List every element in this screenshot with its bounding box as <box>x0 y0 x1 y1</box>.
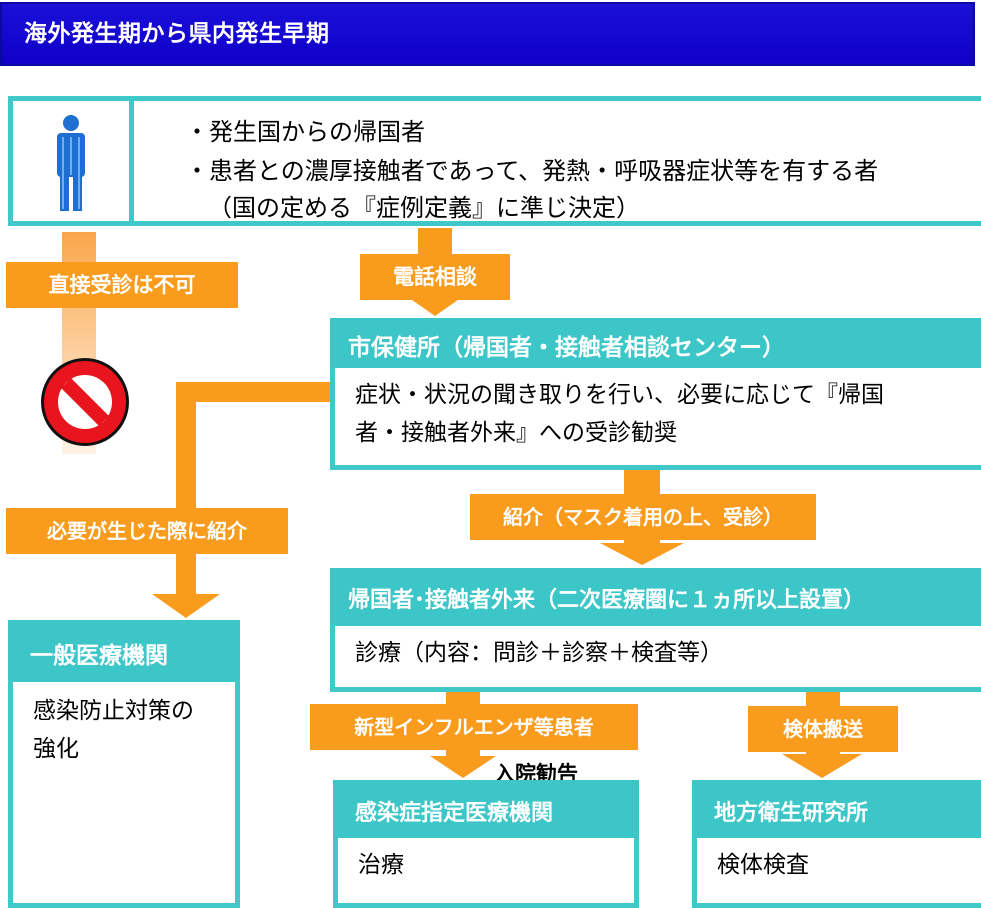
arrow-general-head <box>152 594 220 618</box>
arrow-specimen-head <box>782 754 862 778</box>
affected-persons-box <box>128 96 981 226</box>
prohibited-icon <box>41 358 129 446</box>
info-line-contact: ・患者との濃厚接触者であって、発熱・呼吸器症状等を有する者 <box>185 157 879 185</box>
direct-visit-label: 直接受診は不可 <box>6 262 238 308</box>
outpatient-body: 診療（内容：問診＋診察＋検査等） <box>330 624 981 692</box>
referral-label: 紹介（マスク着用の上、受診） <box>470 494 816 540</box>
institute-body: 検体検査 <box>692 836 981 908</box>
person-box <box>8 96 134 226</box>
info-line-definition: （国の定める『症例定義』に準じ決定） <box>208 194 640 222</box>
health-center-line1: 症状・状況の聞き取りを行い、必要に応じて『帰国 <box>355 382 884 408</box>
specimen-transport-label: 検体搬送 <box>748 706 898 752</box>
general-medical-body: 感染防止対策の 強化 <box>8 680 240 908</box>
general-medical-line2: 強化 <box>33 736 79 762</box>
info-line-returnee: ・発生国からの帰国者 <box>185 118 425 146</box>
refer-when-needed-label: 必要が生じた際に紹介 <box>6 508 288 554</box>
designated-body: 治療 <box>333 836 639 908</box>
designated-title: 感染症指定医療機関 <box>355 801 554 826</box>
outpatient-header: 帰国者･接触者外来（二次医療圏に１ヵ所以上設置） <box>330 568 981 626</box>
arrow-flu-head <box>430 756 496 778</box>
general-medical-line1: 感染防止対策の <box>33 698 194 724</box>
institute-header: 地方衛生研究所 <box>692 780 981 838</box>
designated-body-text: 治療 <box>358 852 404 878</box>
institute-title: 地方衛生研究所 <box>714 801 869 826</box>
arrow-general-path <box>176 382 330 596</box>
health-center-header: 市保健所（帰国者・接触者相談センター） <box>330 318 981 368</box>
designated-header: 感染症指定医療機関 <box>333 780 639 838</box>
person-icon <box>57 115 85 211</box>
health-center-body: 症状・状況の聞き取りを行い、必要に応じて『帰国 者・接触者外来』への受診勧奨 <box>330 366 981 470</box>
health-center-line2: 者・接触者外来』への受診勧奨 <box>355 420 677 446</box>
general-medical-title: 一般医療機関 <box>30 643 168 669</box>
arrow-phone-shaft <box>418 228 452 258</box>
general-medical-header: 一般医療機関 <box>8 620 240 682</box>
institute-body-text: 検体検査 <box>717 852 809 878</box>
health-center-title: 市保健所（帰国者・接触者相談センター） <box>348 335 785 361</box>
arrow-referral-head <box>600 543 684 565</box>
outpatient-title: 帰国者･接触者外来（二次医療圏に１ヵ所以上設置） <box>348 588 866 613</box>
page-title: 海外発生期から県内発生早期 <box>24 21 330 47</box>
header-bar: 海外発生期から県内発生早期 <box>0 2 975 66</box>
outpatient-body-text: 診療（内容：問診＋診察＋検査等） <box>355 640 723 666</box>
flu-patient-label: 新型インフルエンザ等患者 <box>310 704 638 750</box>
phone-consult-label: 電話相談 <box>360 254 510 300</box>
